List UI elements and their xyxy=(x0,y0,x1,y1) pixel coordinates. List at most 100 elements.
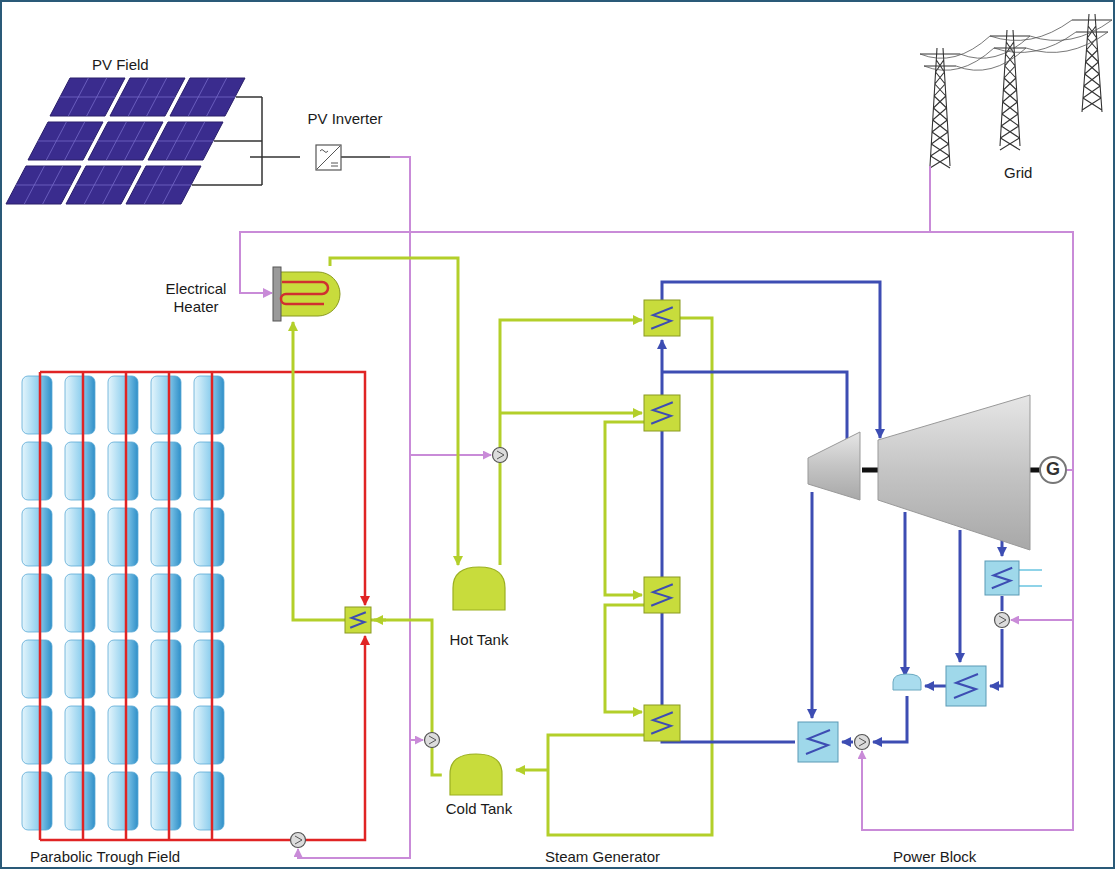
feedwater-pipe xyxy=(842,741,853,744)
steam-pipe xyxy=(662,372,847,455)
power-cable xyxy=(930,185,1073,470)
exchanger-coil xyxy=(651,712,673,734)
trough-mirror xyxy=(65,508,95,566)
area-label: Steam Generator xyxy=(545,848,660,866)
area-label: Power Block xyxy=(893,848,976,866)
trough-mirror xyxy=(151,442,181,500)
trough-mirror xyxy=(22,772,52,830)
extraction-pipe xyxy=(811,492,814,718)
inverter-glyph xyxy=(317,146,340,169)
salt-pipe xyxy=(500,320,642,565)
ac-bus xyxy=(410,231,930,233)
salt-loop xyxy=(374,318,712,835)
heat-exchanger xyxy=(644,300,680,336)
heat-exchanger xyxy=(644,577,680,613)
power-lines xyxy=(920,20,1112,70)
trough-mirror xyxy=(194,376,224,434)
salt-pipe xyxy=(605,422,644,595)
tank-shape xyxy=(450,754,502,795)
heater-body xyxy=(280,272,340,316)
cooling-water xyxy=(1019,570,1042,586)
equipment-label: Hot Tank xyxy=(450,631,509,649)
pv-cell-lines xyxy=(16,166,71,204)
trough-mirror xyxy=(194,574,224,632)
extraction-pipe xyxy=(904,512,907,676)
trough-mirror xyxy=(65,706,95,764)
trough-collectors xyxy=(22,372,224,840)
heater-flange xyxy=(273,267,281,321)
trough-mirror xyxy=(108,376,138,434)
pv-cell-lines xyxy=(120,78,175,116)
trough-mirror xyxy=(194,772,224,830)
extraction-pipe xyxy=(959,530,962,662)
trough-mirror xyxy=(151,574,181,632)
pump-supply xyxy=(410,454,491,456)
trough-mirror xyxy=(22,706,52,764)
exchanger-coil xyxy=(350,612,366,628)
trough-mirror xyxy=(108,706,138,764)
exchanger-coil xyxy=(651,584,673,606)
tank-shape xyxy=(453,567,505,610)
pump-glyph xyxy=(295,836,302,844)
trough-mirror xyxy=(65,442,95,500)
deaerator xyxy=(893,674,921,690)
absorber-tube xyxy=(168,372,171,840)
heater-outline xyxy=(272,266,346,322)
htf-pipe xyxy=(40,636,365,840)
dc-wire xyxy=(341,156,390,158)
pv-wiring xyxy=(192,97,390,185)
pv-cell-lines xyxy=(180,78,235,116)
exhaust-pipe xyxy=(1001,540,1004,556)
pv-cell-lines xyxy=(60,78,115,116)
power-wiring xyxy=(298,166,1073,858)
trough-mirror xyxy=(151,706,181,764)
pump-supply xyxy=(1011,619,1073,621)
trough-mirror xyxy=(151,508,181,566)
trough-mirror xyxy=(194,508,224,566)
trough-mirror xyxy=(65,640,95,698)
feedwater-pipe xyxy=(873,696,907,742)
inverter: PV Inverter xyxy=(300,108,390,175)
ac-bus xyxy=(929,166,931,185)
equipment-label: PV Field xyxy=(92,56,149,74)
inverter-symbol xyxy=(316,145,341,170)
trough-mirror xyxy=(108,640,138,698)
grid: Grid xyxy=(900,20,1110,185)
salt-pipe xyxy=(500,412,642,415)
trough-mirror xyxy=(65,376,95,434)
dc-cable xyxy=(250,156,300,158)
trough-mirror xyxy=(194,706,224,764)
lp-turbine xyxy=(878,395,1030,550)
salt-pipe xyxy=(605,605,644,712)
condensate-pipe xyxy=(990,629,1002,686)
absorber-tube xyxy=(125,372,128,840)
heat-exchanger xyxy=(644,705,680,741)
transmission-tower xyxy=(920,48,960,168)
absorber-tube xyxy=(211,372,214,840)
trough-mirror xyxy=(22,376,52,434)
feedwater-pipe xyxy=(662,340,795,742)
htf-loop xyxy=(40,372,365,840)
storage-tank: Hot Tank xyxy=(445,565,513,649)
pv-panel xyxy=(170,78,245,116)
equipment-label: Grid xyxy=(1004,164,1032,182)
salt-pipe xyxy=(516,769,548,772)
salt-pipe xyxy=(293,322,442,775)
trough-mirror xyxy=(22,640,52,698)
pump xyxy=(855,735,870,750)
electrical-heater: Electrical Heater xyxy=(272,266,346,322)
equipment-label: Cold Tank xyxy=(446,800,512,818)
equipment-label: PV Inverter xyxy=(307,110,382,128)
trough-mirror xyxy=(151,640,181,698)
salt-pipe xyxy=(548,318,712,835)
pv-cell-lines xyxy=(136,166,191,204)
pump-glyph xyxy=(859,738,866,746)
trough-mirror xyxy=(151,772,181,830)
pv-cell-lines xyxy=(98,122,153,160)
pv-cell-lines xyxy=(158,122,213,160)
trough-mirror xyxy=(108,508,138,566)
trough-mirror xyxy=(108,442,138,500)
